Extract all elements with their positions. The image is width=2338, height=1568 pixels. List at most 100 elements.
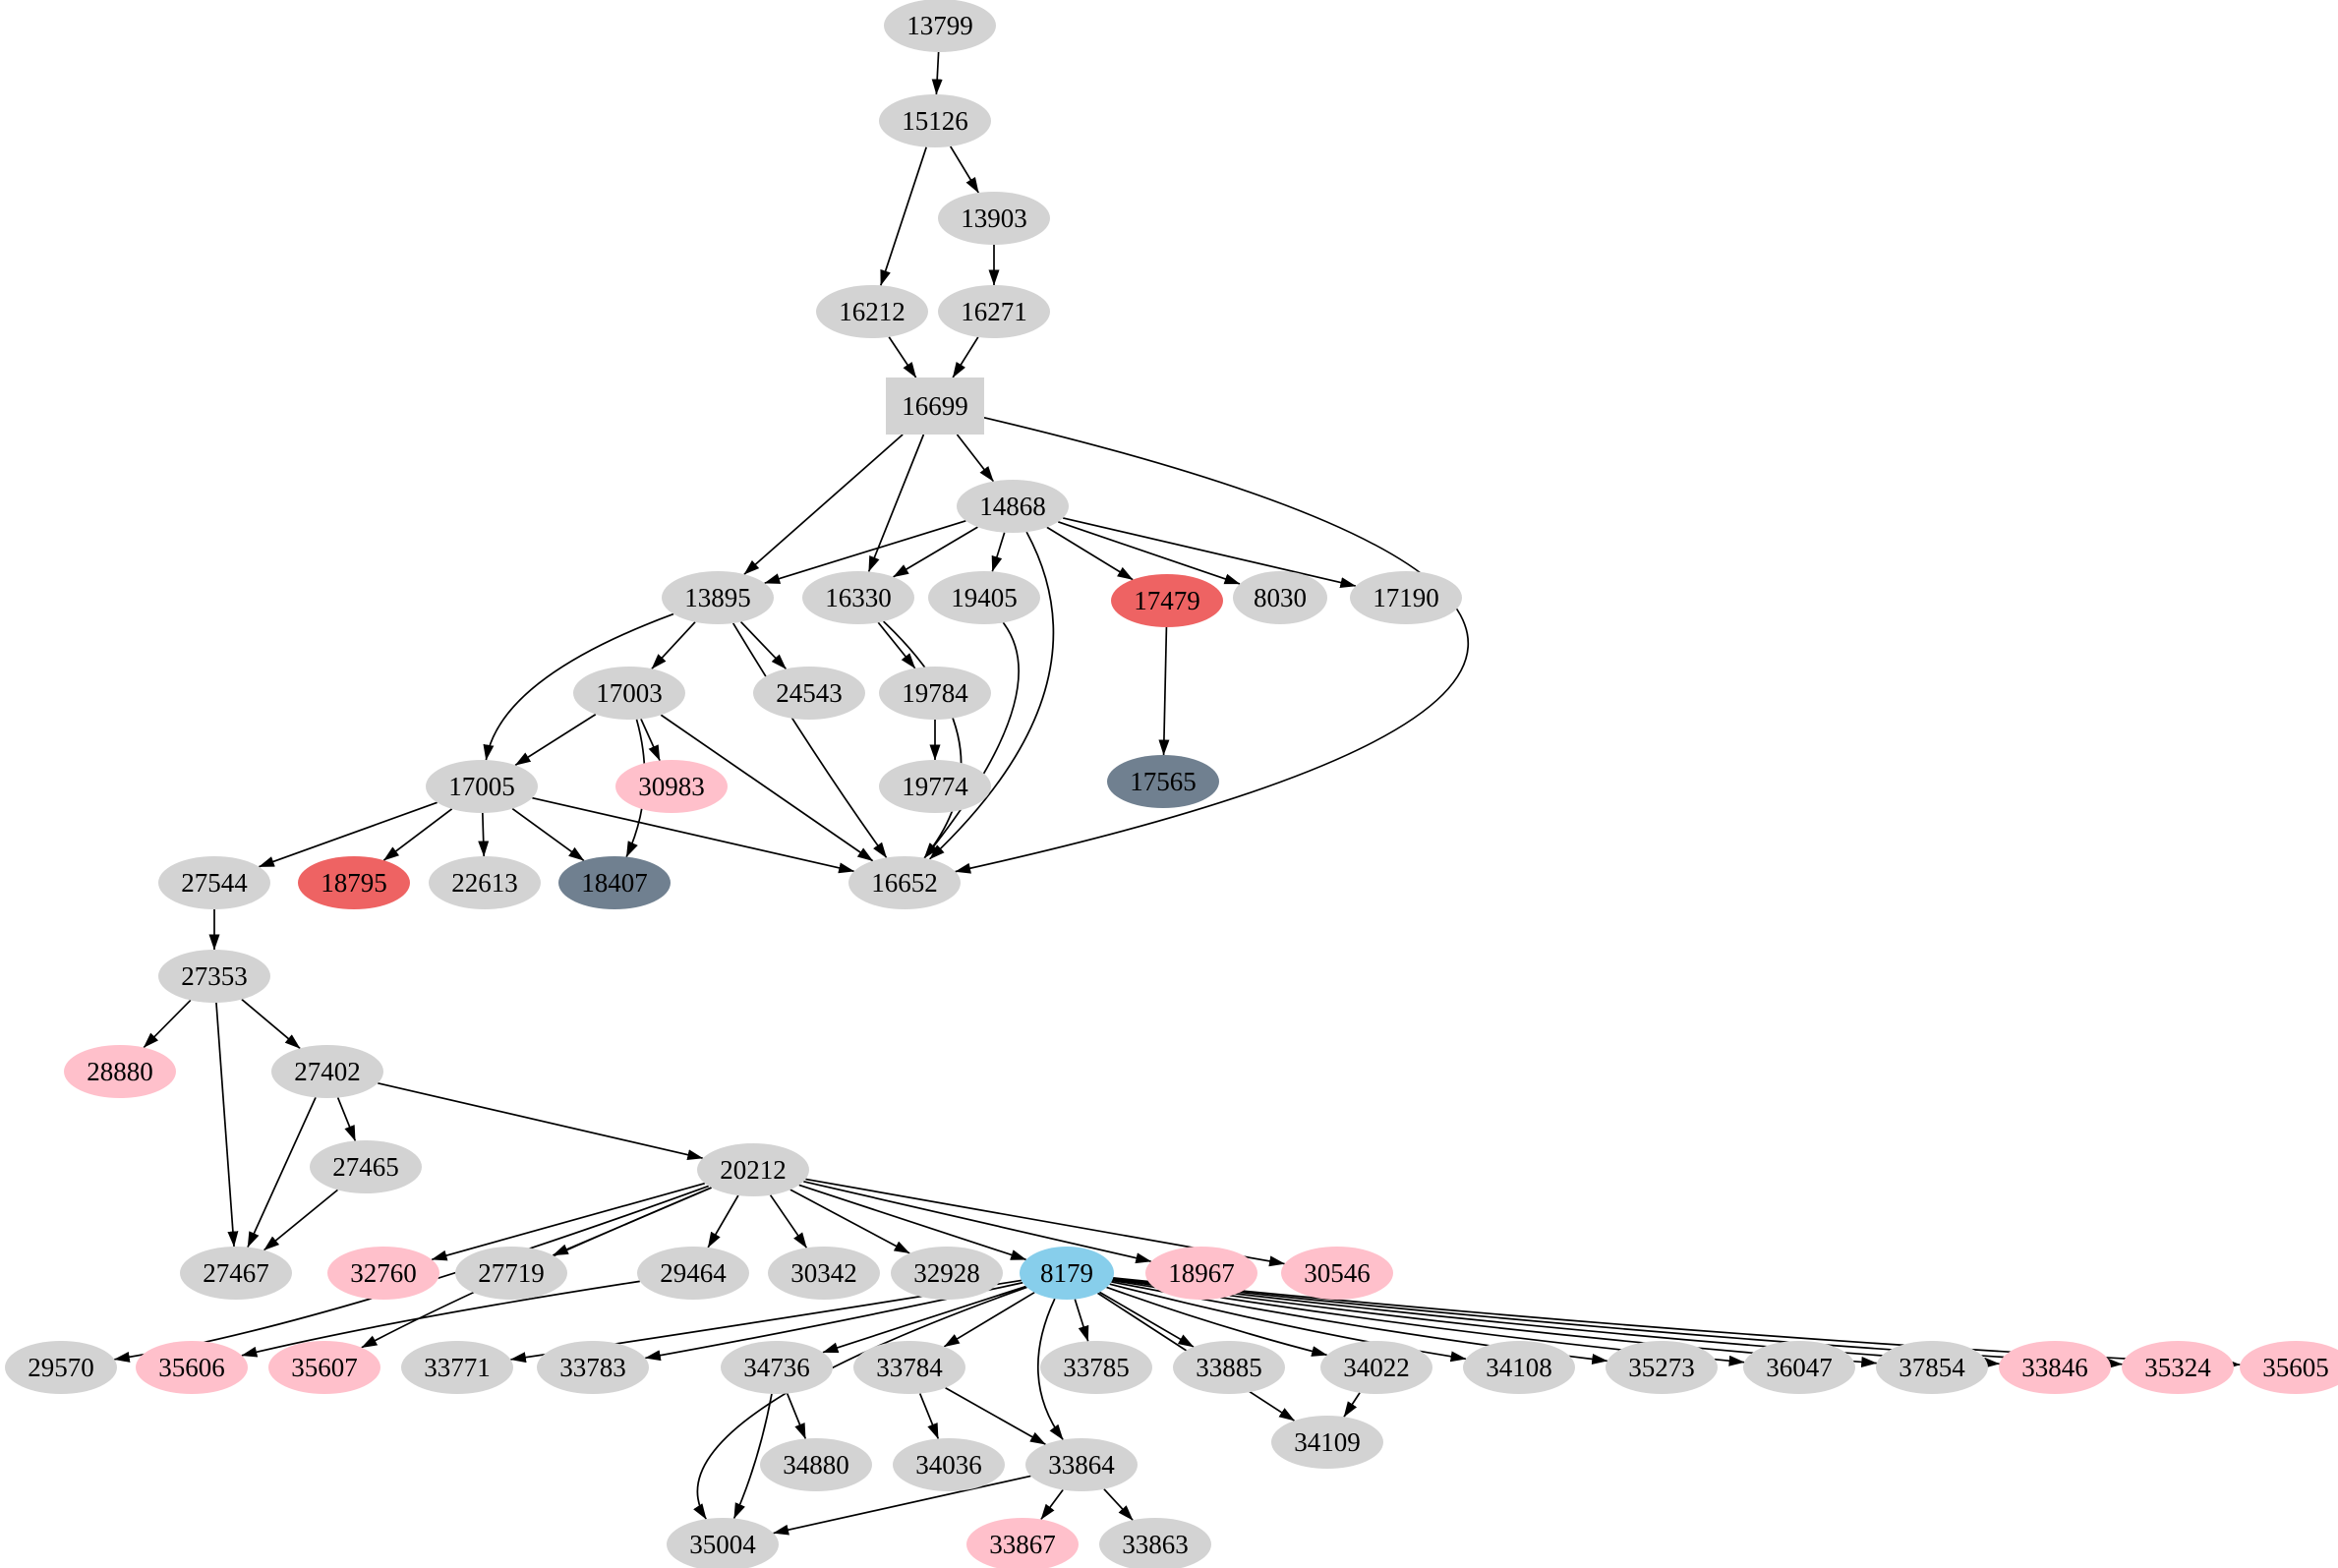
node-label: 16330 (825, 583, 892, 612)
node-label: 33885 (1196, 1353, 1262, 1382)
node-label: 33846 (2021, 1353, 2088, 1382)
node-33784: 33784 (853, 1341, 965, 1394)
node-17565: 17565 (1107, 755, 1219, 808)
edge-34022-34109 (1343, 1392, 1361, 1418)
node-label: 32760 (350, 1258, 417, 1288)
node-ellipse-shape (637, 1247, 749, 1300)
node-34736: 34736 (721, 1341, 833, 1394)
edge-19405-16652 (923, 621, 1020, 859)
edge-8179-33885 (1098, 1291, 1195, 1348)
node-33885: 33885 (1173, 1341, 1285, 1394)
edge-14868-17479 (1046, 526, 1134, 581)
edge-27465-27467 (263, 1189, 338, 1251)
node-ellipse-shape (426, 760, 538, 813)
node-label: 30546 (1304, 1258, 1371, 1288)
node-27544: 27544 (158, 856, 270, 909)
edge-17005-27544 (258, 801, 438, 868)
edge-17003-30983 (640, 719, 661, 762)
edge-15126-16212 (879, 146, 928, 286)
node-34880: 34880 (760, 1438, 872, 1491)
node-ellipse-shape (848, 856, 961, 909)
node-ellipse-shape (957, 480, 1069, 533)
node-label: 34109 (1294, 1427, 1361, 1457)
node-35605: 35605 (2240, 1341, 2338, 1394)
edge-13895-17003 (651, 621, 696, 669)
edge-33784-34036 (918, 1393, 940, 1439)
node-label: 17005 (448, 772, 515, 801)
node-ellipse-shape (2240, 1341, 2338, 1394)
node-33864: 33864 (1025, 1438, 1138, 1491)
edge-13799-15126 (931, 51, 943, 95)
node-box-shape (886, 377, 984, 435)
node-label: 34880 (783, 1450, 849, 1480)
node-ellipse-shape (891, 1247, 1003, 1300)
node-33846: 33846 (1999, 1341, 2111, 1394)
edge-33864-33867 (1040, 1488, 1064, 1521)
node-ellipse-shape (537, 1341, 649, 1394)
node-ellipse-shape (1281, 1247, 1393, 1300)
node-13903: 13903 (938, 192, 1050, 245)
edge-14868-8030 (1057, 520, 1241, 585)
edge-13895-24543 (739, 620, 788, 670)
node-label: 30983 (638, 772, 705, 801)
node-label: 18407 (581, 868, 648, 898)
node-label: 35605 (2262, 1353, 2329, 1382)
node-label: 16212 (839, 297, 906, 326)
node-32760: 32760 (327, 1247, 439, 1300)
node-33771: 33771 (401, 1341, 513, 1394)
node-ellipse-shape (268, 1341, 380, 1394)
node-33785: 33785 (1040, 1341, 1152, 1394)
edge-20212-32928 (789, 1189, 910, 1254)
node-ellipse-shape (816, 285, 928, 338)
node-label: 24543 (776, 678, 843, 708)
node-label: 13799 (906, 11, 973, 40)
node-35273: 35273 (1606, 1341, 1718, 1394)
node-label: 22613 (451, 868, 518, 898)
edge-8179-33864 (1036, 1298, 1064, 1441)
node-ellipse-shape (327, 1247, 439, 1300)
node-label: 35324 (2144, 1353, 2211, 1382)
node-ellipse-shape (1999, 1341, 2111, 1394)
node-17190: 17190 (1350, 571, 1462, 624)
node-35607: 35607 (268, 1341, 380, 1394)
node-35004: 35004 (667, 1518, 779, 1568)
node-ellipse-shape (667, 1518, 779, 1568)
node-label: 17479 (1134, 586, 1200, 615)
node-19784: 19784 (879, 667, 991, 720)
node-label: 27719 (478, 1258, 545, 1288)
node-label: 8030 (1254, 583, 1307, 612)
edge-17003-17005 (514, 713, 597, 767)
node-18407: 18407 (558, 856, 671, 909)
node-ellipse-shape (753, 667, 865, 720)
node-ellipse-shape (1606, 1341, 1718, 1394)
node-ellipse-shape (879, 94, 991, 147)
node-label: 27544 (181, 868, 248, 898)
node-label: 27353 (181, 961, 248, 991)
node-ellipse-shape (310, 1140, 422, 1193)
edges-layer (113, 51, 2241, 1536)
node-ellipse-shape (158, 950, 270, 1003)
node-ellipse-shape (180, 1247, 292, 1300)
edge-14868-19405 (991, 532, 1006, 572)
node-label: 35607 (291, 1353, 358, 1382)
edge-17005-18795 (382, 808, 453, 861)
node-ellipse-shape (1271, 1416, 1383, 1469)
node-33867: 33867 (966, 1518, 1079, 1568)
edge-14868-16652 (929, 531, 1055, 860)
node-ellipse-shape (5, 1341, 117, 1394)
node-17003: 17003 (573, 667, 685, 720)
node-ellipse-shape (558, 856, 671, 909)
edge-14868-17190 (1062, 517, 1357, 588)
node-label: 19405 (951, 583, 1018, 612)
node-13799: 13799 (884, 0, 996, 52)
node-19405: 19405 (928, 571, 1040, 624)
node-ellipse-shape (1107, 755, 1219, 808)
edge-14868-13895 (764, 519, 966, 585)
edge-27353-27467 (215, 1002, 239, 1248)
node-29464: 29464 (637, 1247, 749, 1300)
edge-20212-8179 (798, 1184, 1027, 1261)
node-16652: 16652 (848, 856, 961, 909)
node-ellipse-shape (64, 1045, 176, 1098)
node-34109: 34109 (1271, 1416, 1383, 1469)
